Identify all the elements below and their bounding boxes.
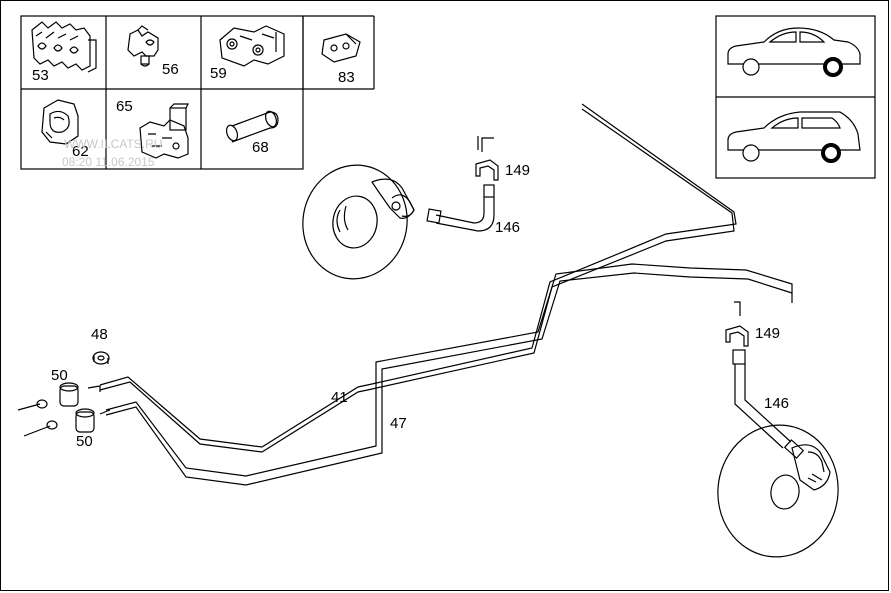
line-end-left-top	[17, 385, 101, 411]
part-label-59: 59	[210, 65, 227, 82]
callout-146-right: 146	[764, 395, 789, 412]
brake-line-41[interactable]	[99, 103, 737, 453]
sleeve-50-top-icon[interactable]	[59, 382, 79, 407]
clip-149-top-icon[interactable]	[475, 159, 499, 181]
callout-50-bottom: 50	[76, 433, 93, 450]
clip-59-icon[interactable]	[219, 25, 285, 67]
parts-table-labels: 53 56 59 83 62 65 68	[32, 61, 355, 160]
grommet-83-icon[interactable]	[321, 33, 361, 63]
callout-48: 48	[91, 326, 108, 343]
callout-47: 47	[390, 415, 407, 432]
part-label-56: 56	[162, 61, 179, 78]
part-label-83: 83	[338, 69, 355, 86]
callout-labels: 149 146 149 146 48 50 50 41 47	[51, 162, 789, 450]
line-end-left-bottom	[23, 409, 111, 437]
clip-62-icon[interactable]	[41, 99, 79, 145]
watermark-line-1: WWW.ILCATS.RU	[64, 137, 162, 151]
fitting-48-icon[interactable]	[92, 351, 110, 365]
watermark-line-2: 08:20 11.06.2015	[62, 155, 155, 169]
callout-146-top: 146	[495, 219, 520, 236]
hose-146-top[interactable]	[426, 184, 495, 232]
hose-146-right[interactable]	[732, 349, 805, 459]
callout-50-top: 50	[51, 367, 68, 384]
part-label-53: 53	[32, 67, 49, 84]
front-brake-disc	[302, 164, 415, 280]
clip-149-right-icon[interactable]	[725, 325, 749, 347]
sleeve-50-bottom-icon[interactable]	[75, 408, 95, 433]
wagon-icon[interactable]	[727, 111, 861, 163]
part-label-62: 62	[72, 143, 89, 160]
parts-table	[20, 15, 375, 170]
clip-65-icon[interactable]	[139, 103, 189, 159]
part-label-68: 68	[252, 139, 269, 156]
sleeve-68-icon[interactable]	[225, 110, 279, 143]
callout-149-right: 149	[755, 325, 780, 342]
callout-41: 41	[331, 389, 348, 406]
sedan-icon[interactable]	[727, 27, 861, 77]
clip-53-icon[interactable]	[31, 21, 97, 73]
part-label-65: 65	[116, 98, 133, 115]
brake-line-47[interactable]	[105, 263, 793, 486]
rear-brake-disc	[717, 424, 839, 558]
callout-149-top: 149	[505, 162, 530, 179]
clip-56-icon[interactable]	[127, 25, 159, 67]
vehicle-variant-table	[715, 15, 876, 179]
